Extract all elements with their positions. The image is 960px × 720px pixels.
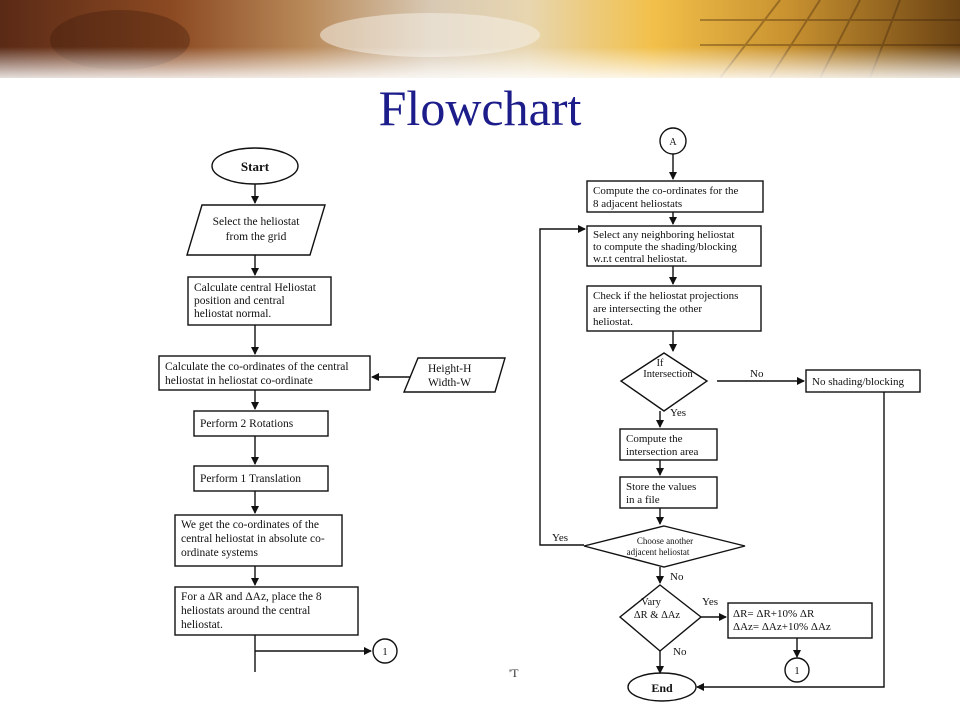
node-end: End: [627, 672, 697, 702]
edge-choose-yes-loop: [539, 225, 586, 546]
node-select-neighbor: Select any neighboring heliostat to comp…: [586, 225, 762, 267]
right-connector-1: 1: [784, 657, 810, 683]
update-line-2: ΔAz= ΔAz+10% ΔAz: [733, 621, 831, 633]
decision-if-line-2: Intersection: [643, 369, 693, 380]
check-line-3: heliostat.: [593, 316, 633, 328]
abscoords-line-1: We get the co-ordinates of the: [181, 519, 319, 531]
calccoords-line-2: heliostat in heliostat co-ordinate: [165, 375, 313, 387]
node-dimensions-input: Height-H Width-W: [402, 357, 506, 393]
place-line-2: heliostats around the central: [181, 605, 310, 617]
label-no-intersection: No: [750, 368, 764, 380]
store-line-2: in a file: [626, 494, 660, 506]
decision-if-line-1: If: [657, 358, 664, 369]
slide-title: Flowchart: [378, 80, 582, 136]
decision-vary: Vary ΔR & ΔAz: [618, 584, 703, 652]
decision-if-intersection: If Intersection: [619, 352, 709, 412]
right-connector-label: 1: [794, 665, 800, 677]
node-absolute-coords: We get the co-ordinates of the central h…: [174, 514, 343, 567]
label-yes-choose: Yes: [552, 532, 568, 544]
select-neighbor-line-3: w.r.t central heliostat.: [593, 253, 688, 265]
connector-a-label: A: [669, 137, 677, 148]
check-line-1: Check if the heliostat projections: [593, 290, 738, 302]
edge-noshading-end: [696, 391, 885, 691]
update-line-1: ΔR= ΔR+10% ΔR: [733, 608, 815, 620]
dims-height: Height-H: [428, 363, 471, 375]
vary-line-2: ΔR & ΔAz: [634, 610, 681, 621]
label-no-vary: No: [673, 646, 687, 658]
left-connector-label: 1: [382, 646, 388, 658]
compute-area-line-1: Compute the: [626, 433, 683, 445]
node-calc-central: Calculate central Heliostat position and…: [187, 276, 332, 326]
no-shading-label: No shading/blocking: [812, 376, 904, 388]
node-select-heliostat: Select the heliostat from the grid: [186, 204, 326, 256]
label-yes-vary: Yes: [702, 596, 718, 608]
calccentral-line-2: position and central: [194, 295, 285, 307]
node-compute-adjacent: Compute the co-ordinates for the 8 adjac…: [586, 180, 764, 213]
banner-graphic: [0, 0, 960, 78]
node-compute-area: Compute the intersection area: [619, 428, 718, 461]
node-update-deltas: ΔR= ΔR+10% ΔR ΔAz= ΔAz+10% ΔAz: [727, 602, 873, 639]
node-translation: Perform 1 Translation: [193, 465, 329, 492]
node-place-heliostats: For a ΔR and ΔAz, place the 8 heliostats…: [174, 586, 359, 636]
select-neighbor-line-1: Select any neighboring heliostat: [593, 229, 734, 241]
abscoords-line-2: central heliostat in absolute co-: [181, 533, 325, 545]
calccoords-line-1: Calculate the co-ordinates of the centra…: [165, 361, 349, 373]
compute-area-line-2: intersection area: [626, 446, 698, 458]
select-line-1: Select the heliostat: [213, 216, 301, 228]
calccentral-line-3: heliostat normal.: [194, 308, 271, 320]
vary-line-1: Vary: [641, 597, 662, 608]
header-banner-image: [0, 0, 960, 78]
calccentral-line-1: Calculate central Heliostat: [194, 282, 317, 294]
start-label: Start: [241, 159, 270, 174]
label-no-choose: No: [670, 571, 684, 583]
node-rotations: Perform 2 Rotations: [193, 410, 329, 437]
choose-line-2: adjacent heliostat: [627, 547, 690, 557]
store-line-1: Store the values: [626, 481, 696, 493]
check-line-2: are intersecting the other: [593, 303, 702, 315]
node-no-shading: No shading/blocking: [805, 369, 921, 393]
node-check-intersection: Check if the heliostat projections are i…: [586, 285, 762, 332]
place-line-3: heliostat.: [181, 619, 223, 631]
footer-mark: 'T: [509, 666, 519, 680]
select-neighbor-line-2: to compute the shading/blocking: [593, 241, 737, 253]
translation-label: Perform 1 Translation: [200, 473, 301, 485]
place-line-1: For a ΔR and ΔAz, place the 8: [181, 591, 322, 603]
label-yes-intersection: Yes: [670, 407, 686, 419]
abscoords-line-3: ordinate systems: [181, 547, 258, 559]
compute-adjacent-line-2: 8 adjacent heliostats: [593, 198, 682, 210]
connector-a: A: [659, 127, 687, 155]
compute-adjacent-line-1: Compute the co-ordinates for the: [593, 185, 739, 197]
choose-line-1: Choose another: [637, 536, 693, 546]
node-start: Start: [211, 147, 299, 185]
left-connector-1: 1: [372, 638, 398, 664]
rotations-label: Perform 2 Rotations: [200, 418, 294, 430]
select-line-2: from the grid: [226, 231, 287, 243]
node-calc-coords: Calculate the co-ordinates of the centra…: [158, 355, 371, 391]
dims-width: Width-W: [428, 377, 471, 389]
end-label: End: [651, 681, 673, 695]
decision-choose-another: Choose another adjacent heliostat: [583, 525, 746, 568]
node-store-values: Store the values in a file: [619, 476, 718, 509]
